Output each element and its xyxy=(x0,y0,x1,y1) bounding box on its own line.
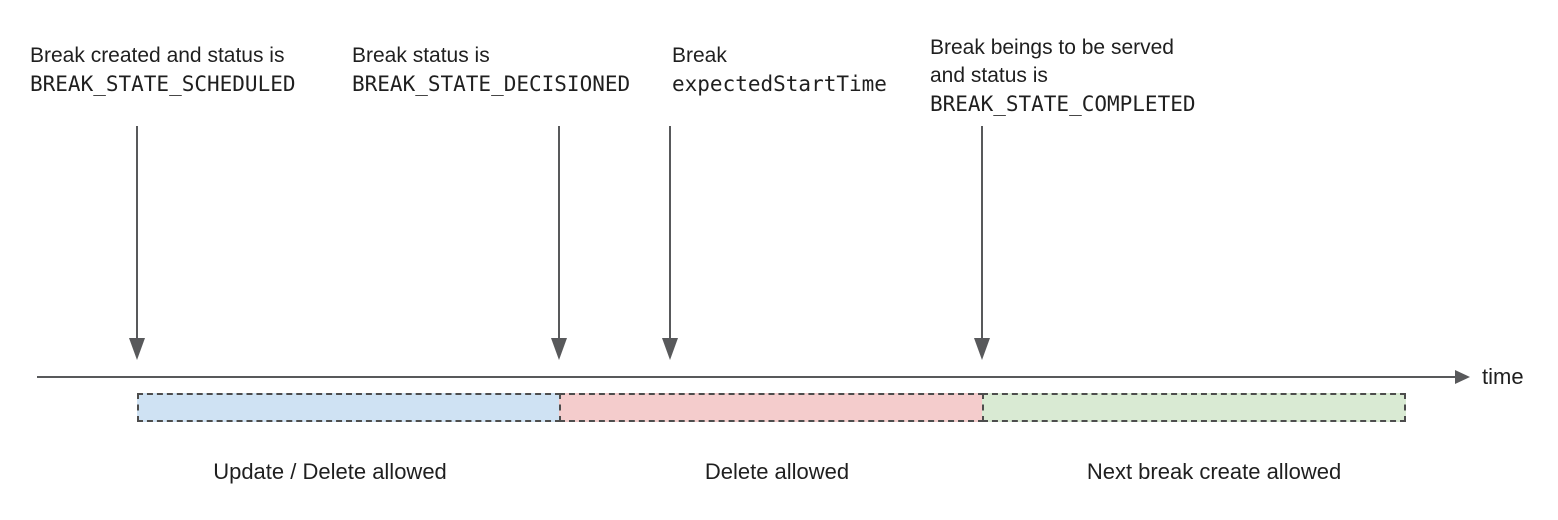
annotation-completed-text-2: and status is xyxy=(930,64,1048,87)
arrow-stem xyxy=(136,126,138,338)
annotation-completed-text-1: Break beings to be served xyxy=(930,36,1174,59)
annotation-decisioned-text: Break status is xyxy=(352,44,490,67)
time-axis-line xyxy=(37,376,1456,378)
annotation-scheduled-text: Break created and status is xyxy=(30,44,285,67)
segment-label-next-break: Next break create allowed xyxy=(1086,459,1342,484)
annotation-completed-code: BREAK_STATE_COMPLETED xyxy=(930,92,1196,116)
arrow-head-icon xyxy=(974,338,990,360)
segment-delete xyxy=(559,393,984,422)
annotation-scheduled: Break created and status is BREAK_STATE_… xyxy=(30,42,296,98)
arrow-stem xyxy=(558,126,560,338)
arrow-head-icon xyxy=(129,338,145,360)
annotation-decisioned: Break status is BREAK_STATE_DECISIONED xyxy=(352,42,630,98)
annotation-expected-start-code: expectedStartTime xyxy=(672,72,887,96)
segment-update-delete xyxy=(137,393,561,422)
annotation-scheduled-code: BREAK_STATE_SCHEDULED xyxy=(30,72,296,96)
segment-label-update-delete: Update / Delete allowed xyxy=(213,459,447,484)
segment-next-break xyxy=(982,393,1406,422)
arrow-stem xyxy=(981,126,983,338)
annotation-decisioned-code: BREAK_STATE_DECISIONED xyxy=(352,72,631,96)
time-axis-arrow-icon xyxy=(1455,370,1470,384)
break-phase-bar xyxy=(137,393,1406,422)
annotation-expected-start-text: Break xyxy=(672,44,727,67)
arrow-head-icon xyxy=(662,338,678,360)
arrow-head-icon xyxy=(551,338,567,360)
arrow-stem xyxy=(669,126,671,338)
segment-label-delete: Delete allowed xyxy=(704,459,850,484)
annotation-completed: Break beings to be served and status is … xyxy=(930,34,1196,118)
time-axis-label: time xyxy=(1482,364,1524,389)
annotation-expected-start: Break expectedStartTime xyxy=(672,42,887,98)
